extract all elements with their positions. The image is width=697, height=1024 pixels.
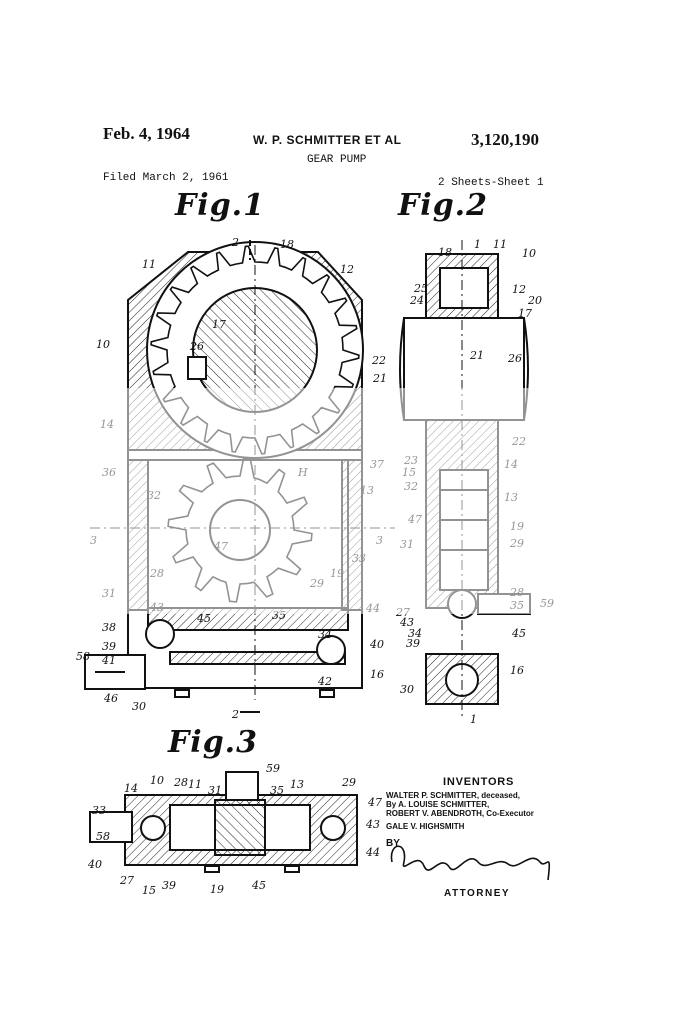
fig1-reference-numeral: 30 — [132, 700, 146, 713]
fig2-reference-numeral: 16 — [510, 664, 524, 677]
fig1-reference-numeral: 16 — [370, 668, 384, 681]
watermark-band — [0, 388, 697, 614]
fig1-reference-numeral: 26 — [190, 340, 204, 353]
fig1-reference-numeral: 46 — [104, 692, 118, 705]
patent-title: GEAR PUMP — [307, 154, 367, 166]
fig2-reference-numeral: 45 — [512, 627, 526, 640]
fig3-reference-numeral: 29 — [342, 776, 356, 789]
fig2-reference-numeral: 20 — [528, 294, 542, 307]
inventors-heading: INVENTORS — [443, 776, 515, 788]
fig2-reference-numeral: 1 — [474, 238, 481, 251]
fig3-reference-numeral: 19 — [210, 883, 224, 896]
fig3-reference-numeral: 27 — [120, 874, 134, 887]
fig1-reference-numeral: 17 — [212, 318, 226, 331]
fig1-reference-numeral: 2 — [232, 708, 239, 721]
fig1-reference-numeral: 18 — [280, 238, 294, 251]
fig2-reference-numeral: 18 — [438, 246, 452, 259]
fig3-reference-numeral: 14 — [124, 782, 138, 795]
fig3-reference-numeral: 59 — [266, 762, 280, 775]
fig1-label: Fig.1 — [175, 188, 265, 223]
fig1-reference-numeral: 40 — [370, 638, 384, 651]
fig1-reference-numeral: 10 — [96, 338, 110, 351]
fig2-reference-numeral: 12 — [512, 283, 526, 296]
fig3-reference-numeral: 13 — [290, 778, 304, 791]
patent-date: Feb. 4, 1964 — [103, 124, 190, 143]
fig1-reference-numeral: 38 — [102, 621, 116, 634]
fig1-reference-numeral: 34 — [318, 628, 332, 641]
fig3-reference-numeral: 47 — [368, 796, 382, 809]
fig3-reference-numeral: 15 — [142, 884, 156, 897]
patent-number: 3,120,190 — [471, 130, 539, 149]
fig1-reference-numeral: 45 — [197, 612, 211, 625]
fig1-reference-numeral: 11 — [142, 258, 156, 271]
fig2-reference-numeral: 30 — [400, 683, 414, 696]
fig2-reference-numeral: 1 — [470, 713, 477, 726]
fig2-label: Fig.2 — [398, 188, 488, 223]
fig3-reference-numeral: 44 — [366, 846, 380, 859]
sheet-count: 2 Sheets-Sheet 1 — [438, 177, 544, 189]
fig2-reference-numeral: 43 — [400, 616, 414, 629]
fig1-reference-numeral: 22 — [372, 354, 386, 367]
fig2-reference-numeral: 10 — [522, 247, 536, 260]
fig3-reference-numeral: 33 — [92, 804, 106, 817]
fig3-reference-numeral: 43 — [366, 818, 380, 831]
fig1-reference-numeral: 41 — [102, 654, 116, 667]
inventor-line-4: GALE V. HIGHSMITH — [386, 822, 465, 831]
fig2-reference-numeral: 26 — [508, 352, 522, 365]
by-label: BY — [386, 838, 400, 849]
inventor-line-2: By A. LOUISE SCHMITTER, — [386, 800, 490, 809]
fig2-reference-numeral: 21 — [470, 349, 484, 362]
fig1-reference-numeral: 21 — [373, 372, 387, 385]
fig1-reference-numeral: 2 — [232, 236, 239, 249]
fig3-reference-numeral: 35 — [270, 784, 284, 797]
inventor-line-3: ROBERT V. ABENDROTH, Co-Executor — [386, 809, 534, 818]
fig3-reference-numeral: 28 — [174, 776, 188, 789]
fig1-reference-numeral: 58 — [76, 650, 90, 663]
fig2-reference-numeral: 24 — [410, 294, 424, 307]
fig3-reference-numeral: 40 — [88, 858, 102, 871]
inventor-name: W. P. SCHMITTER ET AL — [253, 133, 402, 147]
fig3-reference-numeral: 45 — [252, 879, 266, 892]
fig3-label: Fig.3 — [168, 725, 258, 760]
fig2-reference-numeral: 34 — [408, 627, 422, 640]
fig3-drawing — [89, 771, 358, 873]
fig1-reference-numeral: 42 — [318, 675, 332, 688]
fig2-reference-numeral: 25 — [414, 282, 428, 295]
fig2-reference-numeral: 39 — [406, 637, 420, 650]
fig3-reference-numeral: 58 — [96, 830, 110, 843]
fig2-reference-numeral: 17 — [518, 307, 532, 320]
fig3-reference-numeral: 10 — [150, 774, 164, 787]
fig1-reference-numeral: 12 — [340, 263, 354, 276]
attorney-label: ATTORNEY — [444, 888, 511, 899]
fig3-reference-numeral: 39 — [162, 879, 176, 892]
filed-date: Filed March 2, 1961 — [103, 172, 229, 184]
fig2-reference-numeral: 11 — [493, 238, 507, 251]
fig3-reference-numeral: 11 — [188, 778, 202, 791]
attorney-signature — [390, 845, 551, 881]
fig3-reference-numeral: 31 — [208, 784, 222, 797]
inventor-line-1: WALTER P. SCHMITTER, deceased, — [386, 791, 520, 800]
fig1-reference-numeral: 39 — [102, 640, 116, 653]
